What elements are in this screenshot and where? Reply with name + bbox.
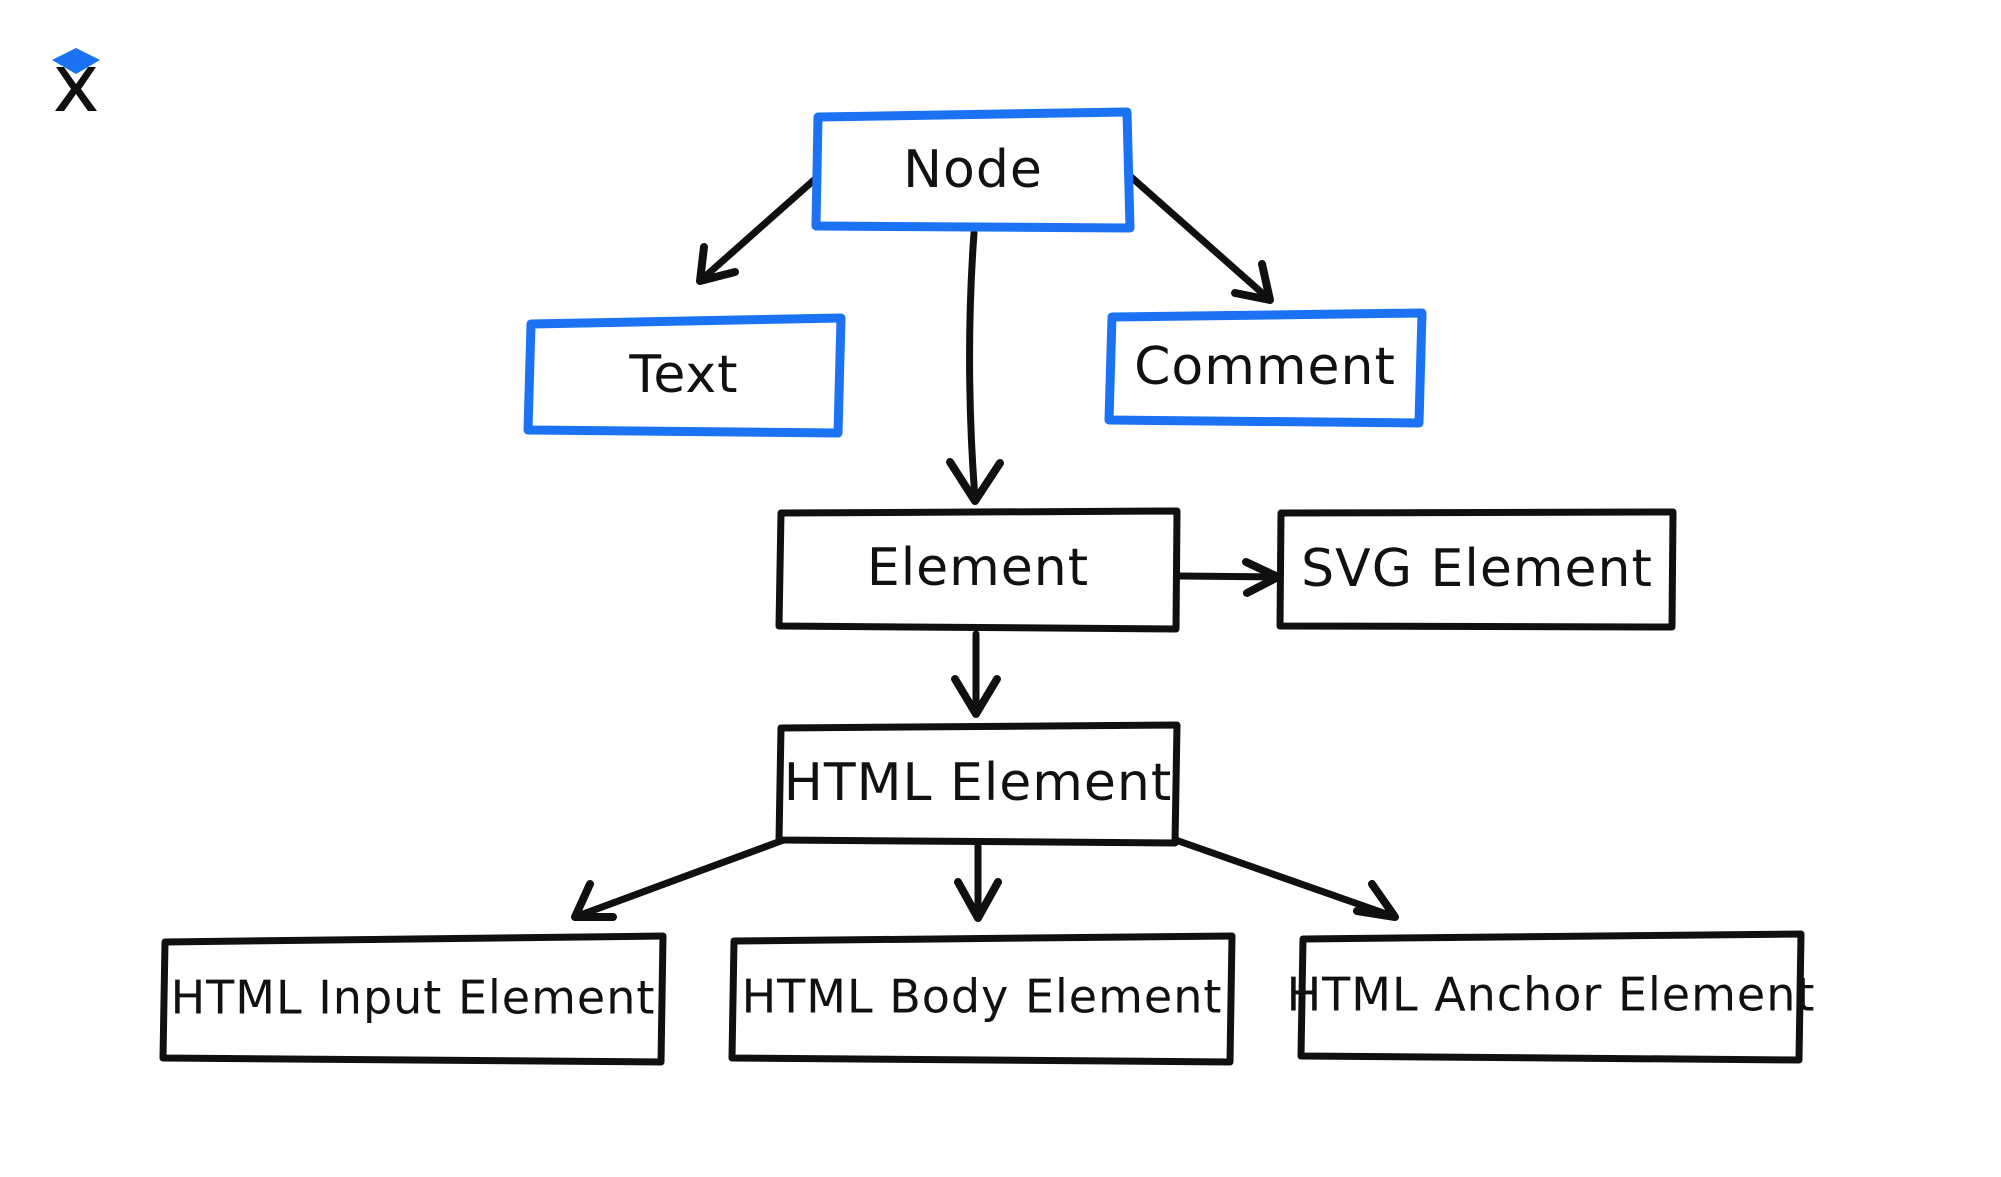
edge-html-element-to-html-body (954, 840, 1002, 922)
node-box-html-anchor[interactable]: HTML Anchor Element (1287, 930, 1816, 1064)
edge-node-to-comment (1126, 172, 1274, 304)
excalidraw-logo[interactable] (52, 48, 100, 111)
node-box-svg-element[interactable]: SVG Element (1276, 508, 1677, 631)
edge-html-element-to-html-anchor (1166, 834, 1399, 921)
node-label-html-anchor: HTML Anchor Element (1287, 968, 1816, 1022)
node-label-node: Node (903, 140, 1043, 200)
node-box-html-anchor-outline (1297, 930, 1805, 1064)
node-box-comment[interactable]: Comment (1104, 308, 1427, 428)
node-box-node[interactable]: Node (811, 107, 1135, 233)
node-box-svg-element-outline (1276, 508, 1677, 631)
node-box-comment-outline (1104, 308, 1427, 428)
node-box-element-outline (775, 507, 1181, 633)
node-box-text[interactable]: Text (523, 313, 846, 438)
node-box-node-outline (811, 107, 1135, 233)
node-label-element: Element (867, 538, 1089, 598)
edge-element-to-svg-element (1175, 558, 1282, 597)
edge-node-to-element (946, 229, 1004, 505)
node-box-html-element-outline (775, 721, 1181, 847)
node-label-comment: Comment (1134, 337, 1396, 397)
logo-x-icon (55, 67, 97, 111)
edge-node-to-text (696, 176, 818, 285)
node-box-html-input[interactable]: HTML Input Element (159, 932, 667, 1066)
node-box-html-element[interactable]: HTML Element (775, 721, 1181, 847)
node-label-html-element: HTML Element (784, 753, 1173, 813)
node-label-svg-element: SVG Element (1301, 539, 1653, 599)
node-box-element[interactable]: Element (775, 507, 1181, 633)
node-box-html-body[interactable]: HTML Body Element (728, 932, 1236, 1066)
node-box-text-outline (523, 313, 846, 438)
edge-html-element-to-html-input (571, 834, 793, 921)
node-label-html-input: HTML Input Element (171, 971, 656, 1025)
node-box-html-input-outline (159, 932, 667, 1066)
logo-diamond-icon (52, 48, 100, 74)
edge-element-to-html-element (951, 630, 1001, 718)
node-label-text: Text (628, 345, 738, 405)
node-box-html-body-outline (728, 932, 1236, 1066)
node-label-html-body: HTML Body Element (742, 970, 1223, 1024)
